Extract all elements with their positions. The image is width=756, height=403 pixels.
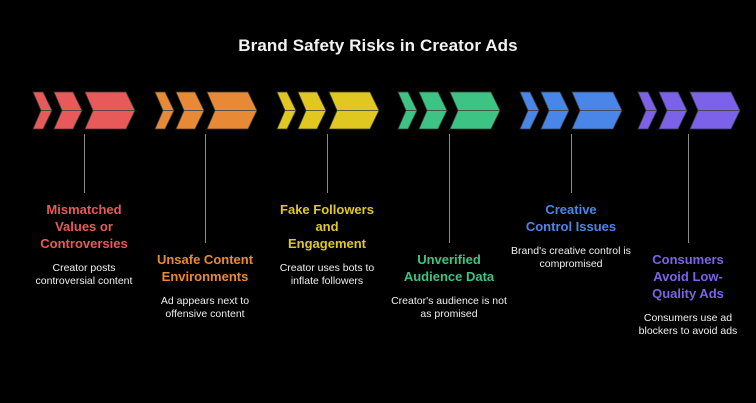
step-description: Brand's creative control is compromised: [511, 245, 631, 270]
step-title-line: Environments: [161, 269, 249, 284]
step-title-line: Audience Data: [403, 269, 495, 284]
step-title-line: Consumers: [652, 252, 724, 267]
triple-chevron-icon: [519, 91, 623, 130]
step-title-line: Quality Ads: [652, 286, 724, 301]
step-title-line: Control Issues: [525, 219, 617, 234]
triple-chevron-icon: [32, 91, 136, 130]
triple-chevron-icon: [397, 91, 501, 130]
connector-line: [205, 134, 206, 243]
step-title-line: Mismatched: [46, 202, 122, 217]
step-title-line: Fake Followers: [280, 202, 374, 217]
step-description: Creator's audience is not as promised: [391, 295, 507, 320]
step-title-line: Unverified: [417, 252, 481, 267]
step-description: Ad appears next to offensive content: [160, 295, 250, 320]
step-description: Consumers use ad blockers to avoid ads: [638, 312, 738, 337]
step-title-line: Unsafe Content: [156, 252, 254, 267]
step-description: Creator posts controversial content: [35, 262, 133, 287]
step-title-line: and: [315, 219, 339, 234]
connector-line: [84, 134, 85, 193]
diagram-title: Brand Safety Risks in Creator Ads: [238, 36, 518, 55]
step-title-line: Creative: [545, 202, 597, 217]
step-title-line: Values or: [55, 219, 113, 234]
step-title-line: Controversies: [40, 236, 128, 251]
triple-chevron-icon: [276, 91, 380, 130]
connector-line: [327, 134, 328, 193]
connector-line: [449, 134, 450, 243]
connector-line: [688, 134, 689, 243]
triple-chevron-icon: [637, 91, 741, 130]
step-description: Creator uses bots to inflate followers: [279, 262, 375, 287]
connector-line: [571, 134, 572, 193]
step-title-line: Engagement: [287, 236, 366, 251]
triple-chevron-icon: [154, 91, 258, 130]
step-title-line: Avoid Low-: [653, 269, 723, 284]
